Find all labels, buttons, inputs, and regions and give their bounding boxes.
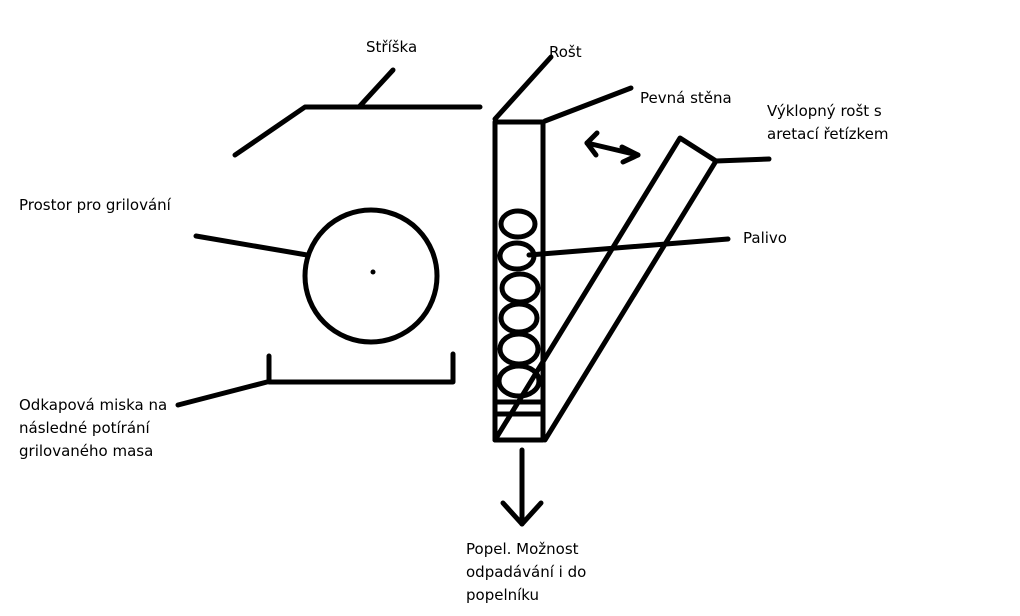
fuel-log: [498, 208, 538, 240]
roof-leader: [356, 67, 396, 110]
label-ash-line2: odpadávání i do: [466, 563, 587, 581]
label-drip-tray-line2: následné potírání: [19, 419, 150, 437]
label-ash-line1: Popel. Možnost: [466, 540, 579, 558]
label-drip-tray-line1: Odkapová miska na: [19, 396, 168, 414]
label-fixed-wall: Pevná stěna: [640, 89, 732, 107]
label-grate: Rošt: [549, 43, 582, 61]
tilting-grate-leader: [713, 156, 772, 164]
label-grill-space: Prostor pro grilování: [19, 196, 171, 214]
fuel-log: [498, 301, 540, 335]
fuel-log: [499, 271, 541, 305]
drip-tray: [266, 351, 456, 385]
fuel-logs: [496, 208, 542, 399]
tilt-direction-arrow-icon: [584, 130, 641, 165]
label-ash-line3: popelníku: [466, 586, 540, 604]
label-roof: Stříška: [366, 38, 418, 56]
grill-space-leader: [193, 233, 310, 258]
label-drip-tray-line3: grilovaného masa: [19, 442, 154, 460]
grill-space-circle: [302, 207, 440, 345]
fuel-log: [496, 363, 542, 399]
label-fuel: Palivo: [743, 229, 787, 247]
grate-leader: [492, 54, 554, 122]
label-tilting-grate-line1: Výklopný rošt s: [767, 102, 882, 120]
grate-box: [492, 119, 546, 443]
label-tilting-grate-line2: aretací řetízkem: [767, 125, 889, 143]
ash-down-arrow-icon: [500, 447, 544, 527]
roof-shape: [232, 104, 483, 158]
fuel-leader: [526, 236, 731, 258]
fixed-wall-leader: [542, 85, 634, 124]
tilting-grate: [492, 135, 719, 443]
drip-tray-leader: [175, 379, 270, 408]
grill-center-dot: [370, 269, 376, 275]
fuel-log: [497, 331, 541, 367]
